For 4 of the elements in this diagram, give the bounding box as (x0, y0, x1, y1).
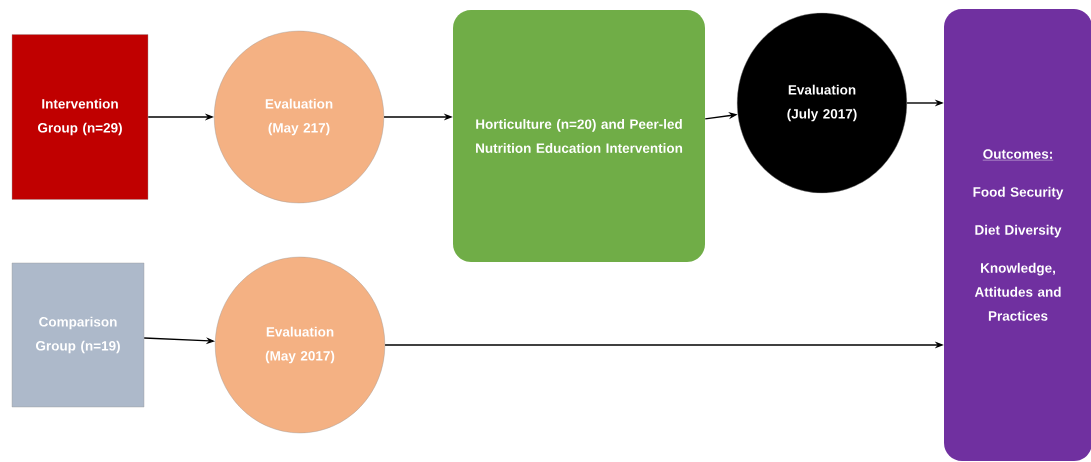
intervention-box: Horticulture (n=20) and Peer-led Nutrition Education Intervention (453, 10, 705, 262)
group-box: Intervention Group (n=29) (11, 34, 149, 200)
group-box: Comparison Group (n=19) (11, 262, 145, 408)
outcomes-box: Outcomes: Food Security Diet Diversity Knowledge, Attitudes and Practices (944, 9, 1091, 461)
